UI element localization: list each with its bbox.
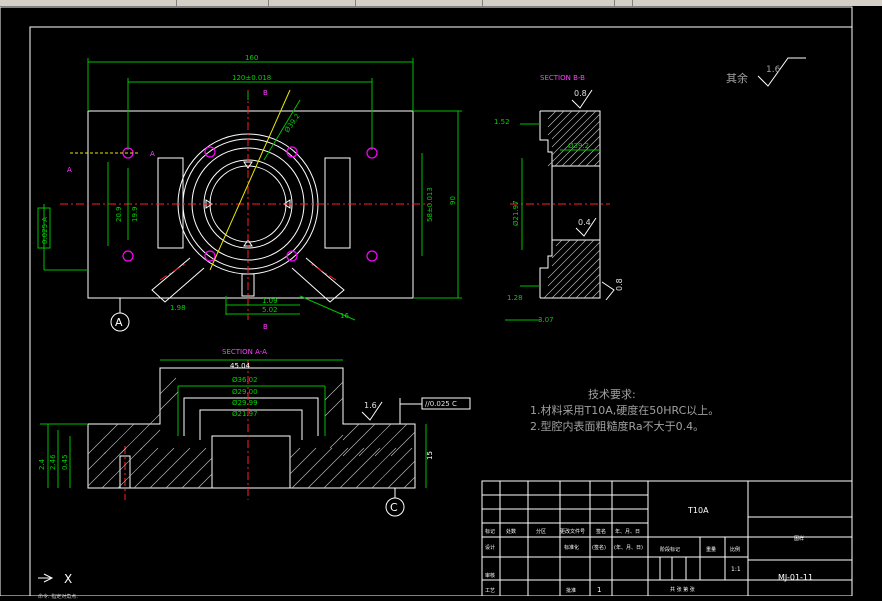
datum-c-label: C — [390, 501, 398, 514]
hdr-mark: 标记 — [485, 528, 495, 535]
flatness-aa: //0.025 C — [425, 400, 457, 408]
section-bb-view — [505, 110, 610, 321]
dim-hole-vertical: 58±0.013 — [426, 187, 434, 222]
hdr-sign: 签名 — [596, 528, 606, 535]
title-material: T10A — [687, 506, 709, 515]
roughness-aa: 1.6 — [364, 401, 377, 410]
hdr-zone: 分区 — [536, 528, 546, 535]
dim-aa-4: Ø29.99 — [232, 399, 258, 407]
datum-a-label: A — [115, 316, 123, 329]
dim-bottom-2: 5.02 — [262, 306, 278, 314]
roughness-bb-top: 0.8 — [574, 89, 587, 98]
section-aa-view — [40, 359, 427, 500]
notes-line-2: 2.型腔内表面粗糙度Ra不大于0.4。 — [530, 419, 704, 433]
roughness-bb-right: 0.8 — [615, 278, 624, 291]
dim-bb-base: 3.07 — [538, 316, 554, 324]
section-mark-b-top: B — [263, 89, 268, 97]
label-process: 工艺 — [485, 588, 495, 594]
label-date: (年、月、日) — [614, 544, 643, 551]
roughness-bb-mid: 0.4 — [578, 218, 591, 227]
dim-aa-1: 45.04 — [230, 362, 251, 370]
rest-roughness-value: 1.6 — [766, 65, 781, 75]
flatness-frame-plan — [37, 207, 51, 249]
ucs-icon — [38, 573, 54, 583]
dim-bb-top: 1.52 — [494, 118, 510, 126]
label-design: 设计 — [485, 544, 495, 551]
dim-aa-height: 15 — [426, 451, 434, 460]
dim-overall-width: 160 — [245, 54, 258, 62]
label-standardize: 标准化 — [564, 544, 579, 551]
dim-bb-bottom: 1.28 — [507, 294, 523, 302]
inner-frame — [29, 26, 853, 597]
dim-bb-left: Ø21.97 — [512, 200, 520, 226]
section-mark-b-bottom: B — [263, 323, 268, 331]
hdr-change-doc: 更改文件号 — [560, 528, 585, 535]
dim-aa-2: Ø36.02 — [232, 376, 258, 384]
dim-overall-height: 90 — [449, 196, 457, 205]
section-mark-a-left: A — [67, 166, 72, 174]
command-line[interactable]: 命令: 指定对角点: — [0, 594, 882, 601]
title-scale: 1:1 — [731, 566, 741, 573]
label-stage-mark: 阶段标记 — [660, 546, 680, 553]
rest-roughness-label: 其余 — [726, 71, 748, 85]
section-bb-title: SECTION B-B — [540, 74, 585, 82]
label-check: 审核 — [485, 572, 495, 579]
dim-left-2: 19.9 — [131, 206, 139, 222]
notes-title: 技术要求: — [588, 388, 636, 401]
command-text: 命令: 指定对角点: — [38, 594, 78, 600]
label-org: 图样 — [794, 535, 804, 542]
plan-view — [43, 58, 462, 321]
toolbar-strip — [0, 0, 882, 6]
dim-aa-left-3: 0.45 — [61, 454, 69, 470]
title-qty: 1 — [597, 586, 601, 594]
dim-left-1: 20.9 — [115, 206, 123, 222]
dim-bb-mid: Ø39.2 — [568, 142, 589, 150]
title-block — [481, 480, 853, 597]
hdr-date: 年、月、日 — [615, 528, 640, 535]
section-aa-title: SECTION A-A — [222, 348, 267, 356]
section-mark-a-right: A — [150, 150, 155, 158]
label-sheet: 共 张 第 张 — [670, 586, 695, 593]
title-drawing-no: MJ-01-11 — [778, 573, 813, 582]
dim-aa-3: Ø29.00 — [232, 388, 258, 396]
dim-bottom-1: 1.09 — [262, 297, 278, 305]
dim-bottom-right: 16 — [340, 312, 349, 320]
flatness-plan: 0.025 A — [41, 217, 49, 244]
dim-aa-left-2: 2.46 — [49, 454, 57, 470]
label-ratio: 比例 — [730, 546, 740, 553]
hdr-count: 处数 — [506, 528, 516, 535]
label-signature: (签名) — [592, 544, 606, 551]
dim-aa-left-1: 2.4 — [38, 458, 46, 470]
label-approve: 批准 — [566, 587, 576, 594]
dim-aa-5: Ø21.97 — [232, 410, 258, 418]
dim-hole-spacing: 120±0.018 — [232, 74, 271, 82]
dim-bottom-left: 1.98 — [170, 304, 186, 312]
notes-line-1: 1.材料采用T10A,硬度在50HRC以上。 — [530, 403, 719, 417]
label-weight: 重量 — [706, 546, 716, 553]
ucs-x-label: X — [64, 572, 72, 586]
